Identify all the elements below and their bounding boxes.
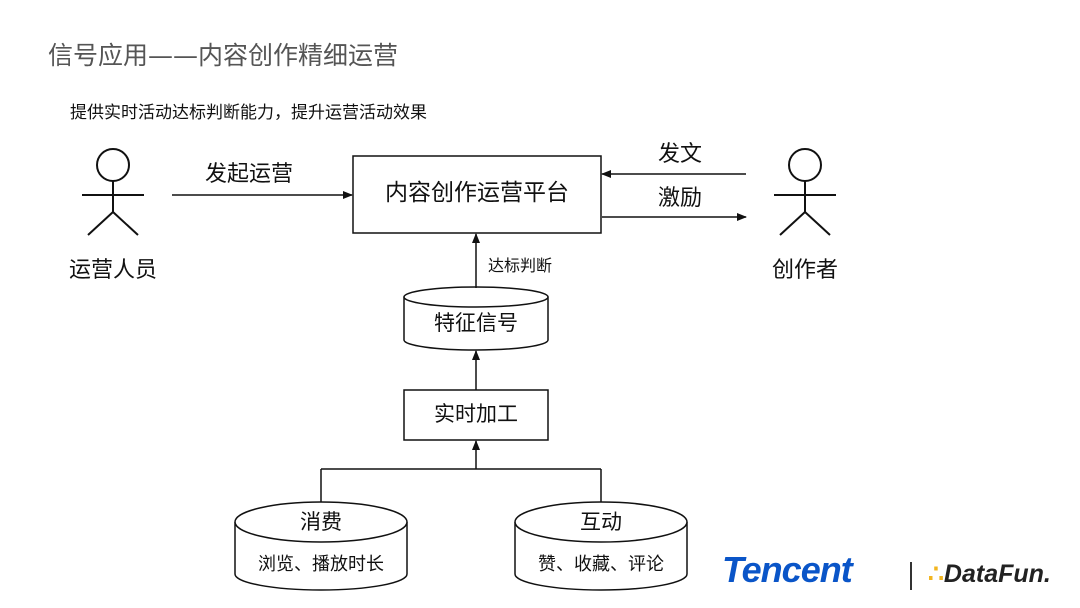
platform-box: [352, 155, 602, 234]
page-title: 信号应用——内容创作精细运营: [48, 41, 399, 70]
consumption-cylinder: [234, 501, 408, 591]
realtime-processing-label: 实时加工: [434, 402, 518, 426]
operator-figure-icon: [82, 148, 144, 236]
logo-divider: [910, 562, 912, 590]
consumption-detail: 浏览、播放时长: [258, 554, 384, 575]
interaction-title: 互动: [580, 510, 622, 534]
threshold-judgment-label: 达标判断: [488, 256, 553, 275]
interaction-cylinder: [514, 501, 688, 591]
interaction-detail: 赞、收藏、评论: [538, 554, 664, 575]
consumption-title: 消费: [300, 510, 342, 534]
creator-label: 创作者: [771, 258, 839, 283]
source-merge-lines: [320, 468, 602, 502]
post-label: 发文: [658, 142, 703, 167]
datafun-mark-icon: ∴: [928, 560, 944, 588]
feature-signal-label: 特征信号: [434, 311, 518, 335]
incentive-label: 激励: [658, 186, 703, 211]
operator-label: 运营人员: [68, 258, 158, 283]
creator-figure-icon: [774, 148, 836, 236]
datafun-logo: ∴DataFun.: [928, 562, 1051, 587]
realtime-processing-box: [403, 389, 549, 441]
tencent-logo: Tencent: [722, 549, 853, 590]
platform-label: 内容创作运营平台: [385, 180, 569, 206]
page-subtitle: 提供实时活动达标判断能力，提升运营活动效果: [70, 103, 427, 123]
datafun-logo-text: DataFun.: [943, 560, 1051, 588]
initiate-operation-label: 发起运营: [205, 162, 294, 187]
